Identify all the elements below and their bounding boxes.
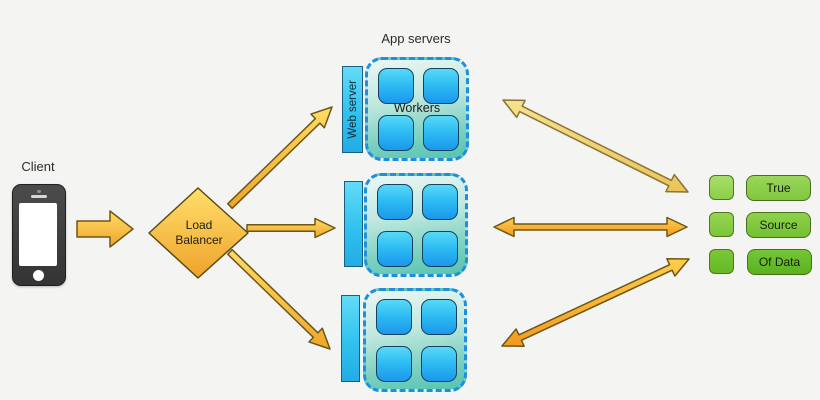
worker-box	[378, 115, 414, 151]
worker-box	[377, 184, 413, 220]
load-balancer-diamond	[148, 187, 249, 279]
arrow-lb-to-appserver-1	[227, 106, 333, 210]
data-box-true: True	[746, 175, 811, 201]
worker-box	[422, 184, 458, 220]
worker-box	[421, 346, 457, 382]
worker-box	[376, 346, 412, 382]
phone-screen	[19, 203, 57, 266]
double-arrow-appserver-1-data	[502, 99, 689, 193]
worker-box	[378, 68, 414, 104]
arrow-lb-to-appserver-3	[227, 248, 331, 350]
web-server-label: Web server	[346, 80, 359, 139]
app-server-group-3	[363, 288, 467, 392]
app-server-group-1	[365, 57, 469, 161]
load-balancer-label-line1: Load	[185, 218, 213, 232]
arrow-client-to-load-balancer	[76, 210, 134, 248]
worker-box	[422, 231, 458, 267]
phone-camera-dot	[37, 190, 41, 193]
data-box-small-2	[709, 212, 734, 237]
worker-box	[376, 299, 412, 335]
data-box-small-3	[709, 249, 734, 274]
web-server-bar-2	[344, 181, 363, 267]
app-server-group-2	[364, 173, 468, 277]
app-servers-label: App servers	[381, 31, 451, 46]
double-arrow-appserver-3-data	[501, 258, 690, 347]
double-arrow-appserver-2-data	[493, 216, 688, 238]
data-box-of-data: Of Data	[747, 249, 812, 275]
web-server-bar-3	[341, 295, 360, 382]
worker-box	[421, 299, 457, 335]
load-balancer-label-line2: Balancer	[175, 232, 223, 247]
arrow-lb-to-appserver-2	[246, 217, 336, 239]
client-label: Client	[21, 159, 55, 174]
phone-home-button	[33, 270, 44, 281]
web-server-bar-1: Web server	[342, 66, 363, 153]
data-box-small-1	[709, 175, 734, 200]
data-box-source: Source	[746, 212, 811, 238]
client-phone-icon	[12, 184, 66, 286]
phone-speaker-slot	[31, 195, 47, 198]
worker-box	[377, 231, 413, 267]
worker-box	[423, 68, 459, 104]
load-balancer-label: Load Balancer	[157, 218, 241, 247]
workers-label: Workers	[393, 101, 441, 115]
worker-box	[423, 115, 459, 151]
